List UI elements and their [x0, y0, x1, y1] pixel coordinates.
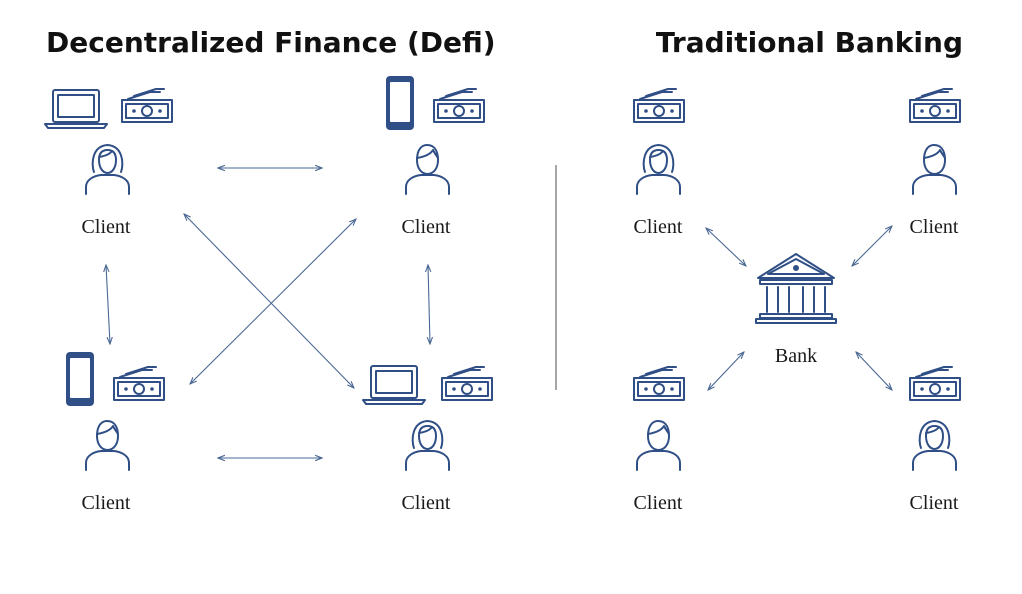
woman-user-icon [912, 420, 957, 471]
arrow-bank-top-right [852, 226, 892, 266]
cash-icon [909, 366, 961, 401]
client-label: Client [82, 216, 131, 238]
arrow-bank-bottom-right [856, 352, 892, 390]
arrow-left [106, 265, 110, 344]
woman-user-icon [405, 420, 450, 471]
phone-icon [386, 76, 414, 130]
bank-client-top-left: Client [633, 88, 685, 238]
arrow-diagonal-up [190, 219, 356, 384]
client-label: Client [634, 216, 683, 238]
bank-client-top-right: Client [909, 88, 961, 238]
defi-client-top-left: Client [44, 88, 173, 238]
woman-user-icon [636, 144, 681, 195]
laptop-icon [362, 365, 426, 405]
client-label: Client [82, 492, 131, 514]
arrow-bank-bottom-left [708, 352, 744, 390]
client-label: Client [634, 492, 683, 514]
bank-client-bottom-right: Client [909, 366, 961, 514]
arrow-diagonal-down [184, 214, 354, 388]
bank-client-bottom-left: Client [633, 366, 685, 514]
arrow-bank-top-left [706, 228, 746, 266]
cash-icon [433, 88, 485, 123]
man-user-icon [912, 144, 957, 195]
bank: Bank [755, 253, 837, 367]
cash-icon [441, 366, 493, 401]
cash-icon [113, 366, 165, 401]
defi-title: Decentralized Finance (Defi) [46, 26, 496, 59]
bank-label: Bank [775, 345, 817, 367]
man-user-icon [636, 420, 681, 471]
defi-client-bottom-left: Client [66, 352, 165, 514]
man-user-icon [405, 144, 450, 195]
traditional-diagram: Client Client Client Client Bank [633, 88, 961, 514]
client-label: Client [402, 216, 451, 238]
cash-icon [121, 88, 173, 123]
bank-icon [755, 253, 837, 324]
traditional-banking-title: Traditional Banking [656, 26, 963, 59]
cash-icon [633, 366, 685, 401]
cash-icon [909, 88, 961, 123]
defi-client-bottom-right: Client [362, 365, 493, 514]
defi-diagram: Client Client Client Client [44, 76, 493, 514]
client-label: Client [910, 216, 959, 238]
phone-icon [66, 352, 94, 406]
laptop-icon [44, 89, 108, 129]
defi-client-top-right: Client [386, 76, 485, 238]
man-user-icon [85, 420, 130, 471]
client-label: Client [910, 492, 959, 514]
cash-icon [633, 88, 685, 123]
woman-user-icon [85, 144, 130, 195]
arrow-right [428, 265, 430, 344]
client-label: Client [402, 492, 451, 514]
